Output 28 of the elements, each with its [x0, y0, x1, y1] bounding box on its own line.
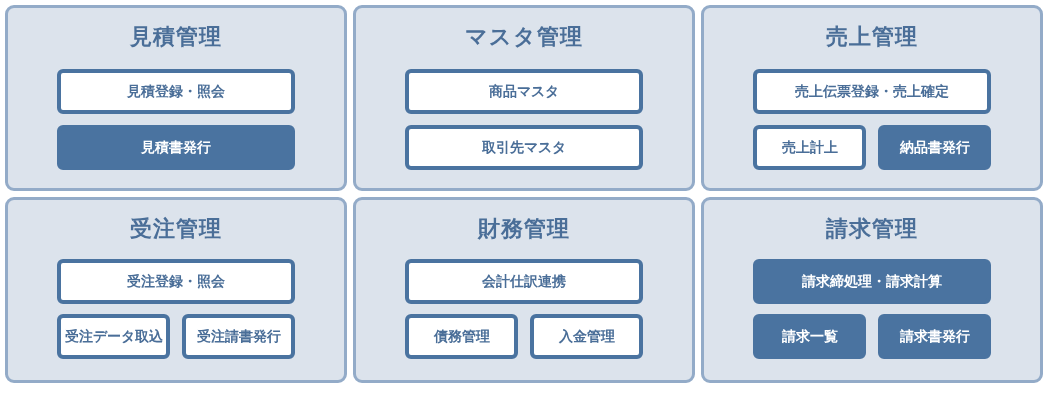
function-box: 請求締処理・請求計算	[753, 259, 991, 304]
function-box: 売上伝票登録・売上確定	[753, 69, 991, 114]
panel-heading: 見積管理	[129, 23, 223, 51]
module-panel	[353, 197, 695, 383]
function-box: 取引先マスタ	[405, 125, 643, 170]
function-box: 見積書発行	[57, 125, 295, 170]
function-box: 納品書発行	[878, 125, 991, 170]
function-box: 請求一覧	[753, 314, 866, 359]
function-box: 受注請書発行	[182, 314, 295, 359]
panel-heading: 財務管理	[476, 215, 571, 243]
panel-heading: 受注管理	[129, 215, 223, 243]
function-box: 会計仕訳連携	[405, 259, 643, 304]
module-panel	[5, 197, 347, 383]
module-panel	[701, 197, 1043, 383]
function-box: 請求書発行	[878, 314, 991, 359]
panel-heading: 売上管理	[825, 23, 919, 51]
module-panel	[5, 5, 347, 191]
function-box: 売上計上	[753, 125, 866, 170]
function-box: 商品マスタ	[405, 69, 643, 114]
module-panel	[701, 5, 1043, 191]
function-box: 見積登録・照会	[57, 69, 295, 114]
function-box: 債務管理	[405, 314, 518, 359]
module-panel	[353, 5, 695, 191]
function-box: 入金管理	[530, 314, 643, 359]
panel-heading: マスタ管理	[464, 23, 584, 51]
panel-heading: 請求管理	[825, 215, 919, 243]
function-box: 受注登録・照会	[57, 259, 295, 304]
function-box: 受注データ取込	[57, 314, 170, 359]
